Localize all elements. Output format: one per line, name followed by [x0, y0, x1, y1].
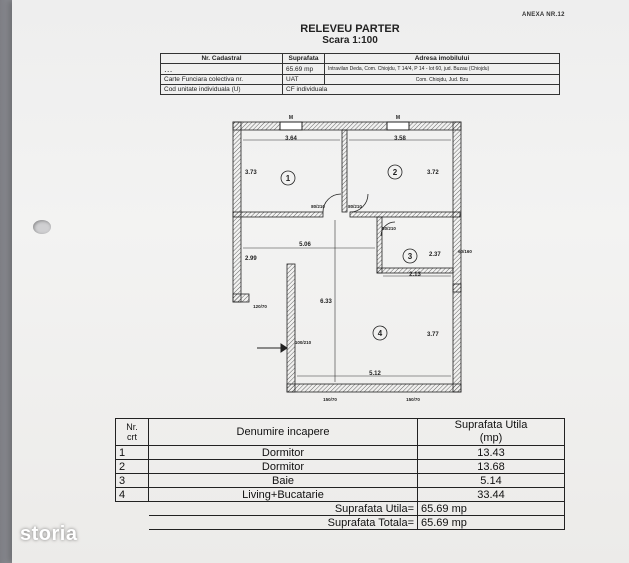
door-arcs	[322, 193, 396, 237]
row-room-name: Dormitor	[148, 445, 418, 460]
row-nr: 1	[115, 445, 149, 460]
total-area-value: 65.69 mp	[417, 515, 565, 530]
room-markers	[280, 164, 418, 341]
table-row: 2 Dormitor 13.68	[115, 459, 565, 474]
total-useful-value: 65.69 mp	[417, 501, 565, 516]
dim-2-13: 2.13	[409, 272, 421, 278]
col-area-title: Suprafata Utila	[454, 419, 528, 431]
rooms-table: Nr. crt Denumire incapere Suprafata Util…	[115, 418, 565, 530]
table-row: 4 Living+Bucatarie 33.44	[115, 487, 565, 502]
row-room-name: Baie	[148, 473, 418, 488]
window-label-bottom-right: 150/70	[406, 397, 420, 402]
room-number-3: 3	[408, 252, 413, 261]
door-label-1: 80/210	[311, 204, 325, 209]
dim-2-99: 2.99	[245, 256, 257, 262]
row-nr: 4	[115, 487, 149, 502]
blank-cell	[116, 516, 149, 530]
row-nr: 3	[115, 473, 149, 488]
scale-line: Scara 1:100	[322, 35, 378, 46]
dim-5-06: 5.06	[299, 242, 311, 248]
top-windows	[279, 121, 410, 131]
registry-area-value: 65.69 mp	[282, 63, 325, 75]
col-crt: crt	[127, 432, 137, 442]
window-label-top-left: M	[289, 115, 293, 121]
row-area: 13.43	[417, 445, 565, 460]
window-label-top-right: M	[396, 115, 400, 121]
registry-header-address: Adresa imobilului	[324, 53, 560, 64]
col-nr-crt: Nr. crt	[115, 418, 149, 446]
dim-3-73: 3.73	[245, 170, 257, 176]
watermark-logo: storia	[20, 523, 78, 545]
registry-header-area: Suprafata	[282, 53, 325, 64]
row-area: 33.44	[417, 487, 565, 502]
registry-cf-collective-label: Carte Funciara colectiva nr.	[160, 74, 283, 85]
registry-table: Nr. Cadastral Suprafata Adresa imobilulu…	[160, 53, 560, 95]
registry-header-cadastral: Nr. Cadastral	[160, 53, 283, 64]
row-area: 5.14	[417, 473, 565, 488]
room-number-2: 2	[393, 168, 398, 177]
entry-door-label: 100/210	[295, 340, 312, 345]
registry-unit-code-label: Cod unitate individuala (U)	[160, 84, 283, 95]
door-label-3: 80/210	[382, 226, 396, 231]
registry-cadastral-value: ​…	[160, 63, 283, 75]
registry-cf-individual-label: CF individuala	[282, 84, 560, 95]
total-useful-label: Suprafata Utila=	[148, 501, 418, 516]
dim-3-64: 3.64	[285, 136, 297, 142]
dim-6-33: 6.33	[320, 299, 332, 305]
room-number-1: 1	[286, 174, 291, 183]
row-area: 13.68	[417, 459, 565, 474]
col-room-name: Denumire incapere	[148, 418, 418, 446]
row-room-name: Living+Bucatarie	[148, 487, 418, 502]
dim-2-37: 2.37	[429, 252, 441, 258]
walls	[232, 121, 462, 393]
entry-arrow	[257, 343, 288, 353]
annex-number: ANEXA NR.12	[522, 12, 565, 18]
dimension-lines	[243, 139, 451, 382]
window-label-left: 120/70	[253, 304, 267, 309]
floor-plan: 1 2 3 4 3.64 3.58 3.73 3.72 5.06 2.99 6.…	[232, 115, 472, 402]
dim-5-12: 5.12	[369, 371, 381, 377]
table-row: 3 Baie 5.14	[115, 473, 565, 488]
blank-cell	[116, 502, 149, 516]
door-label-2: 80/210	[348, 204, 362, 209]
punch-hole	[33, 220, 51, 234]
col-area: Suprafata Utila (mp)	[417, 418, 565, 446]
row-room-name: Dormitor	[148, 459, 418, 474]
row-nr: 2	[115, 459, 149, 474]
registry-uat-label: UAT	[282, 74, 325, 85]
dim-3-77: 3.77	[427, 332, 439, 338]
table-row: 1 Dormitor 13.43	[115, 445, 565, 460]
dim-3-72: 3.72	[427, 170, 439, 176]
window-label-right: 60/160	[458, 249, 472, 254]
total-area-label: Suprafata Totala=	[148, 515, 418, 530]
registry-uat-value: Com. Chiojdu, Jud. Bzu	[324, 74, 560, 85]
dim-3-58: 3.58	[394, 136, 406, 142]
col-area-unit: (mp)	[479, 432, 503, 444]
room-number-4: 4	[378, 329, 383, 338]
title-line: RELEVEU PARTER	[300, 23, 400, 35]
col-nr: Nr.	[126, 422, 138, 432]
window-label-bottom-left: 150/70	[323, 397, 337, 402]
registry-address-value: Intravilan Deda, Com. Chiojdu, T 14/4, P…	[324, 63, 560, 75]
page-title: RELEVEU PARTER Scara 1:100	[280, 23, 420, 47]
